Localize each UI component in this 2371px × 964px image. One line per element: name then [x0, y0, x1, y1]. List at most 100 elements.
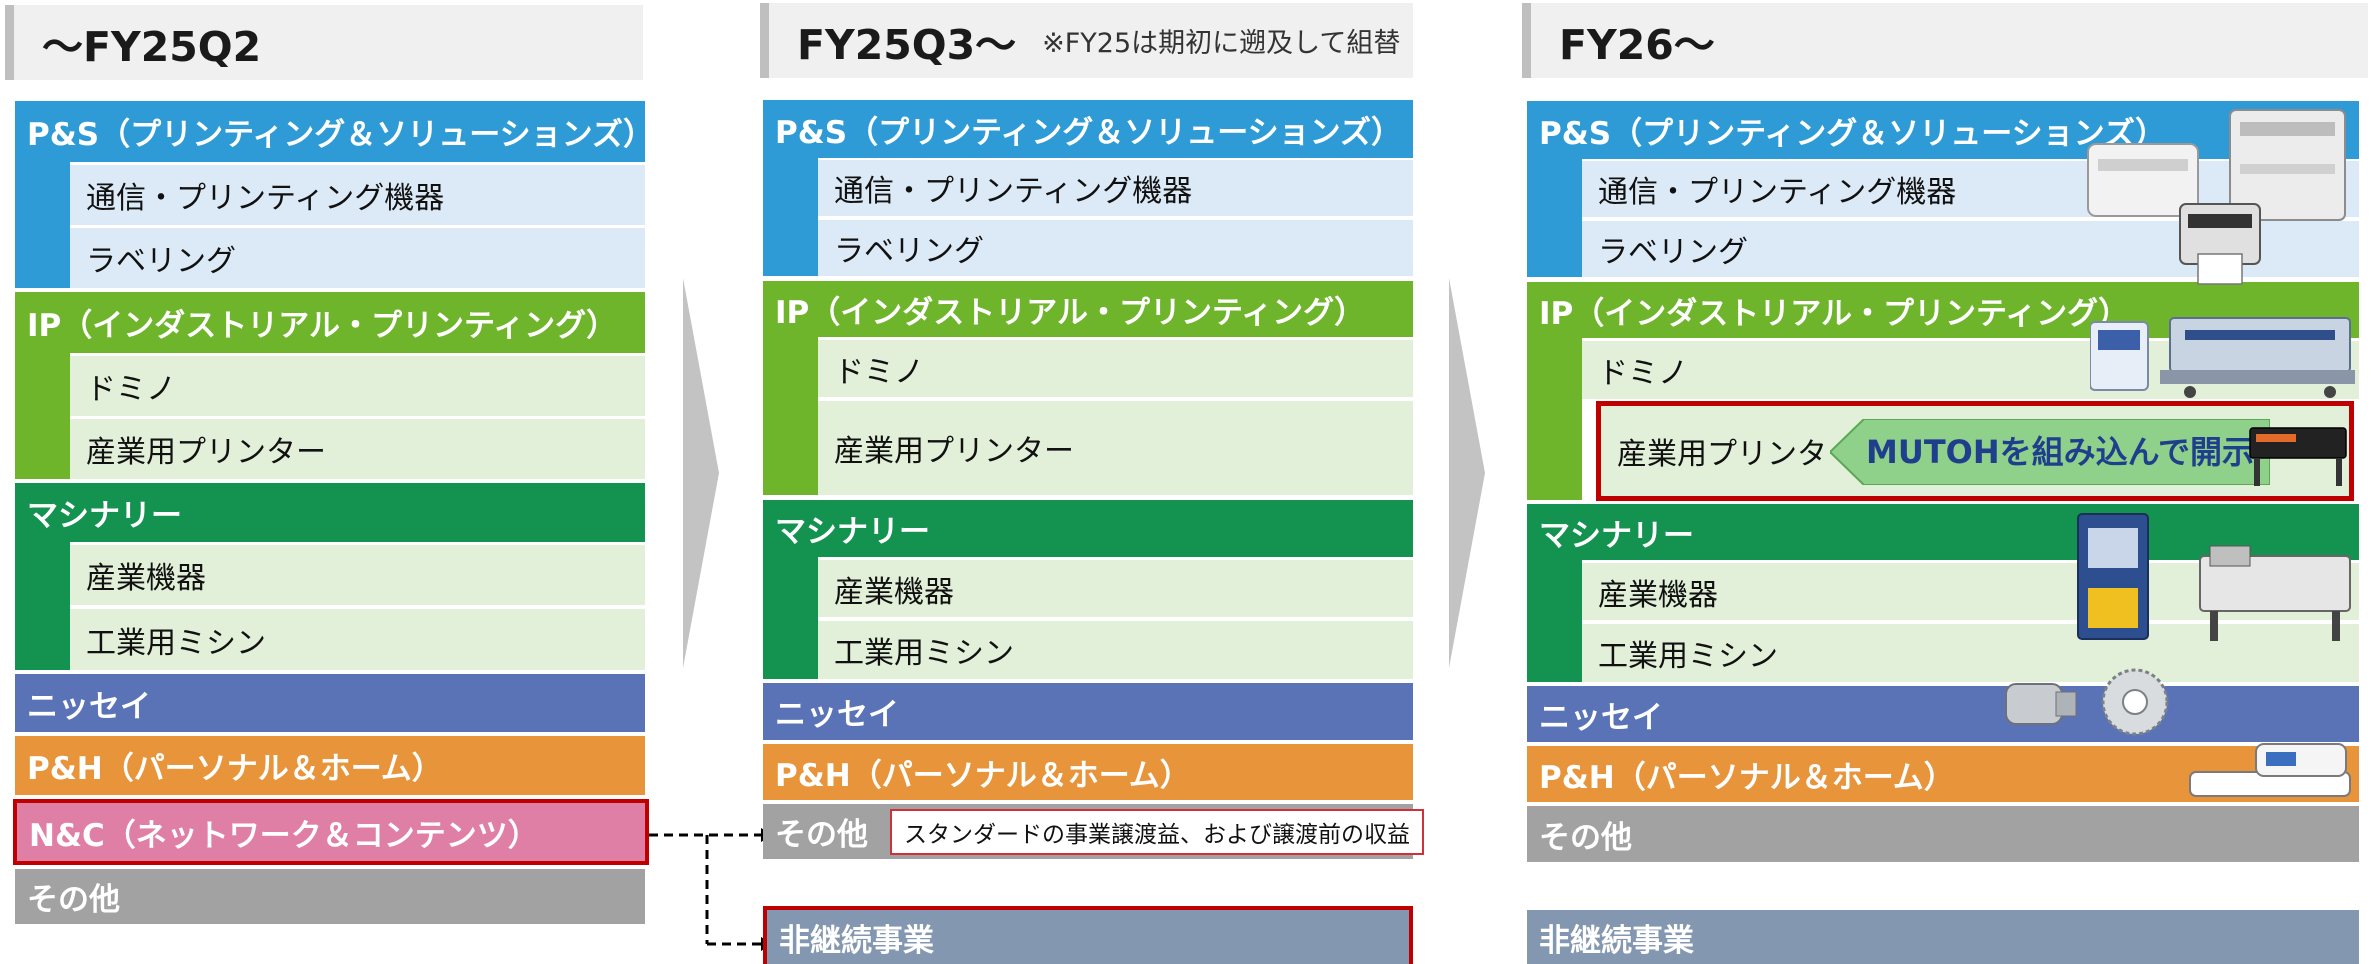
- col2-ps-segment: P&S（プリンティング＆ソリューションズ）: [763, 100, 1413, 158]
- col2-header-note: ※FY25は期初に遡及して組替: [1042, 28, 1401, 59]
- col3-ip-item-1-label: ドミノ: [1598, 356, 1688, 391]
- col1-other-label: その他: [27, 882, 120, 918]
- printer-products-image: [2087, 109, 2346, 285]
- col3-nissei-label: ニッセイ: [1539, 699, 1663, 736]
- col2-ip-segment: IP（インダストリアル・プリンティング）: [763, 281, 1413, 337]
- col2-machinery-label: マシナリー: [775, 514, 930, 550]
- col2-other-label: その他: [775, 817, 868, 853]
- col1-machinery-label: マシナリー: [27, 498, 182, 534]
- col3-ps-segment: P&S（プリンティング＆ソリューションズ）: [1527, 101, 2359, 159]
- col1-machinery-segment: マシナリー: [15, 483, 645, 542]
- col2-nissei-label: ニッセイ: [775, 697, 899, 733]
- col3-machinery-bar: [1527, 560, 1582, 682]
- col2-discontinued-label: 非継続事業: [779, 922, 934, 959]
- industrial-printer-image: [2090, 317, 2355, 398]
- col1-machinery-item-2-label: 工業用ミシン: [86, 625, 266, 661]
- machinery-products-image: [2077, 513, 2351, 641]
- col2-ip-item-2-label: 産業用プリンター: [834, 434, 1074, 469]
- col3-ip-bar: [1527, 338, 1582, 500]
- col2-ph-segment: P&H（パーソナル＆ホーム）: [763, 744, 1413, 800]
- col3-ps-item-2-label: ラベリング: [1598, 235, 1748, 270]
- col2-ps-item-2-label: ラベリング: [834, 234, 984, 269]
- col3-header: FY26～: [1522, 3, 2368, 78]
- col1-nc-label: N&C（ネットワーク＆コンテンツ）: [29, 817, 539, 854]
- col3-machinery-item-1-label: 産業機器: [1598, 577, 1718, 613]
- col2-nissei-segment: ニッセイ: [763, 683, 1413, 740]
- col1-ip-label: IP（インダストリアル・プリンティング）: [27, 308, 618, 344]
- col2-machinery-item-1-label: 産業機器: [834, 574, 954, 610]
- col2-ip-label: IP（インダストリアル・プリンティング）: [775, 294, 1366, 331]
- col1-ps-item-1-label: 通信・プリンティング機器: [86, 181, 445, 216]
- transition-arrow-1-shape: [683, 278, 719, 668]
- col1-ip-item-2: 産業用プリンター: [70, 419, 645, 479]
- col3-ip-label: IP（インダストリアル・プリンティング）: [1539, 295, 2130, 332]
- col2-ps-item-1-label: 通信・プリンティング機器: [834, 174, 1193, 209]
- col3-discontinued-segment: 非継続事業: [1527, 910, 2359, 964]
- col1-ip-item-1: ドミノ: [70, 356, 645, 416]
- col2-ph-label: P&H（パーソナル＆ホーム）: [775, 757, 1191, 794]
- col1-other-segment: その他: [15, 869, 645, 924]
- col2-ip-bar: [763, 337, 818, 495]
- mutoh-callout-text: MUTOHを組み込んで開示: [1866, 433, 2255, 471]
- col2-machinery-item-1: 産業機器: [818, 560, 1413, 617]
- col1-ps-bar: [15, 162, 70, 288]
- mutoh-printer-image: [2249, 427, 2347, 486]
- col2-discontinued-segment: 非継続事業: [763, 906, 1413, 964]
- mutoh-callout-arrow: [1830, 419, 2270, 485]
- col2-ps-bar: [763, 158, 818, 276]
- nc-connector-arrows: [649, 828, 773, 951]
- col1-ph-segment: P&H（パーソナル＆ホーム）: [15, 736, 645, 795]
- sewing-machine-image: [2189, 743, 2351, 797]
- col1-nissei-label: ニッセイ: [27, 688, 151, 725]
- col1-machinery-bar: [15, 542, 70, 670]
- transition-arrow-1: [683, 278, 719, 668]
- col2-ip-item-2: 産業用プリンター: [818, 401, 1413, 495]
- col3-ps-item-1-label: 通信・プリンティング機器: [1598, 175, 1957, 210]
- col2-other-segment: その他 スタンダードの事業譲渡益、および譲渡前の収益: [763, 804, 1424, 859]
- col3-other-label: その他: [1539, 819, 1632, 856]
- col2-ps-item-1: 通信・プリンティング機器: [818, 160, 1413, 216]
- col3-ph-label: P&H（パーソナル＆ホーム）: [1539, 759, 1955, 796]
- col3-ip-item-2-label: 産業用プリンター: [1617, 437, 1857, 472]
- col3-ps-bar: [1527, 159, 1582, 277]
- col3-other-segment: その他: [1527, 806, 2359, 862]
- col2-other-note: スタンダードの事業譲渡益、および譲渡前の収益: [890, 808, 1424, 855]
- col2-machinery-bar: [763, 557, 818, 679]
- col2-ip-item-1-label: ドミノ: [834, 354, 924, 390]
- col2-ps-label: P&S（プリンティング＆ソリューションズ）: [775, 114, 1402, 151]
- col1-ip-segment: IP（インダストリアル・プリンティング）: [15, 292, 645, 353]
- col1-nc-segment: N&C（ネットワーク＆コンテンツ）: [13, 799, 649, 865]
- nissei-gear-products-image: [2005, 668, 2169, 736]
- transition-arrow-2: [1449, 278, 1485, 668]
- col2-header: FY25Q3～ ※FY25は期初に遡及して組替: [760, 3, 1413, 78]
- col2-machinery-item-2-label: 工業用ミシン: [834, 636, 1014, 671]
- col3-machinery-item-2: 工業用ミシン: [1582, 624, 2359, 682]
- col1-ps-item-2: ラベリング: [70, 228, 645, 288]
- col2-machinery-item-2: 工業用ミシン: [818, 621, 1413, 679]
- col1-ip-item-2-label: 産業用プリンター: [86, 435, 326, 470]
- col1-header: ～FY25Q2: [5, 5, 643, 80]
- col2-ip-item-1: ドミノ: [818, 340, 1413, 397]
- col1-ps-label: P&S（プリンティング＆ソリューションズ）: [27, 117, 654, 153]
- col1-ip-bar: [15, 353, 70, 479]
- col2-ps-item-2: ラベリング: [818, 220, 1413, 276]
- col1-ps-segment: P&S（プリンティング＆ソリューションズ）: [15, 101, 654, 162]
- col1-ps-item-1: 通信・プリンティング機器: [70, 165, 645, 225]
- col1-header-title: ～FY25Q2: [42, 22, 262, 71]
- col1-ph-label: P&H（パーソナル＆ホーム）: [27, 751, 443, 787]
- col1-ps-item-2-label: ラベリング: [86, 244, 236, 279]
- col1-machinery-item-1: 産業機器: [70, 545, 645, 605]
- col3-nissei-segment: ニッセイ: [1527, 686, 2359, 742]
- col1-machinery-item-2: 工業用ミシン: [70, 609, 645, 670]
- col2-machinery-segment: マシナリー: [763, 500, 1413, 557]
- col2-header-title: FY25Q3～: [797, 20, 1017, 69]
- col1-ip-item-1-label: ドミノ: [86, 372, 176, 407]
- transition-arrow-2-shape: [1449, 278, 1485, 668]
- col3-discontinued-label: 非継続事業: [1539, 922, 1694, 959]
- col3-machinery-item-2-label: 工業用ミシン: [1598, 639, 1778, 674]
- col1-nissei-segment: ニッセイ: [15, 674, 645, 732]
- col3-header-title: FY26～: [1559, 20, 1715, 69]
- mutoh-callout-shape: [1830, 419, 2270, 485]
- col1-machinery-item-1-label: 産業機器: [86, 561, 206, 596]
- col3-ps-label: P&S（プリンティング＆ソリューションズ）: [1539, 115, 2166, 152]
